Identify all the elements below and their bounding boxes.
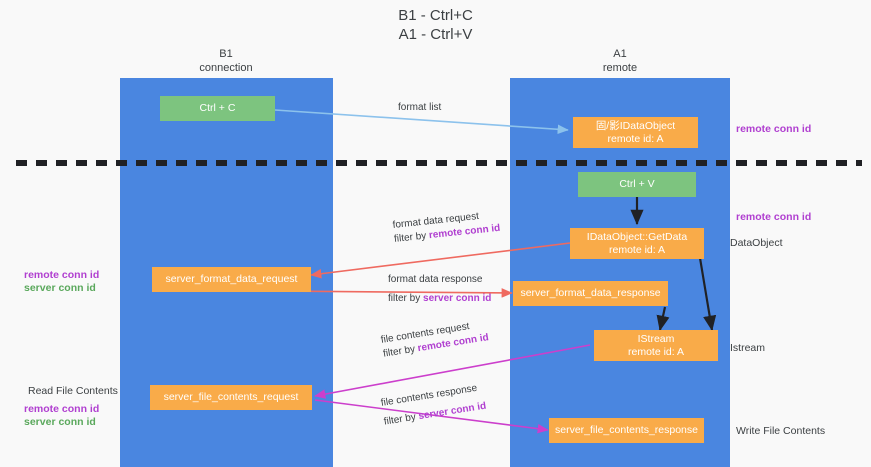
- node-server-file-contents-response[interactable]: server_file_contents_response: [549, 418, 704, 443]
- annotation-right-istream: Istream: [730, 342, 766, 354]
- node-sfdres-label: server_format_data_response: [520, 287, 661, 299]
- node-server-format-data-request[interactable]: server_format_data_request: [152, 267, 311, 292]
- node-idataobject-getdata[interactable]: IDataObject::GetData remote id: A: [570, 228, 704, 259]
- annotation-right-remote-conn-id-top: remote conn id: [736, 123, 812, 135]
- annotation-left-remote-conn-id-bottom: remote conn id: [24, 403, 100, 415]
- edge-label-fcres-filter-prefix: filter by: [383, 411, 420, 428]
- column-header-b1: B1 connection: [146, 47, 306, 75]
- column-header-a1-name: A1: [613, 48, 627, 60]
- edge-label-fdres-filter: filter by server conn id: [388, 292, 491, 306]
- annotation-right-write-file-contents: Write File Contents: [736, 425, 826, 437]
- edge-label-fdres-text: format data response: [388, 274, 483, 285]
- annotation-left-server-conn-id-bottom: server conn id: [24, 416, 96, 428]
- node-server-file-contents-request[interactable]: server_file_contents_request: [150, 385, 312, 410]
- node-istream-line1: IStream: [637, 332, 675, 345]
- node-idataobject-line2: remote id: A: [607, 132, 664, 145]
- edge-label-file-contents-request: file contents request filter by remote c…: [380, 317, 490, 361]
- node-ctrl-c[interactable]: Ctrl + C: [160, 96, 275, 121]
- node-ctrl-v[interactable]: Ctrl + V: [578, 172, 696, 197]
- node-sfcreq-label: server_file_contents_request: [163, 391, 299, 403]
- node-getdata-line2: remote id: A: [608, 243, 666, 256]
- column-header-a1-role: remote: [602, 62, 638, 74]
- node-istream[interactable]: IStream remote id: A: [594, 330, 718, 361]
- node-server-format-data-response[interactable]: server_format_data_response: [513, 281, 668, 306]
- edge-label-fcres-filter-key: server conn id: [417, 400, 487, 423]
- edge-label-fdreq-filter-prefix: filter by: [393, 230, 430, 245]
- edge-label-format-data-request: format data request filter by remote con…: [392, 208, 501, 247]
- node-idataobject-line1: 固/影IDataObject: [595, 119, 676, 132]
- title-line-1: B1 - Ctrl+C: [398, 7, 473, 24]
- edge-label-format-list-text: format list: [398, 102, 442, 113]
- annotation-left-read-file-contents: Read File Contents: [28, 385, 118, 397]
- diagram-title: B1 - Ctrl+C A1 - Ctrl+V: [0, 6, 871, 44]
- column-header-a1: A1 remote: [540, 47, 700, 75]
- edge-label-format-list: format list: [398, 101, 441, 115]
- edge-label-format-data-response: format data response filter by server co…: [388, 273, 491, 306]
- column-header-b1-name: B1: [219, 48, 233, 60]
- node-ctrl-c-line1: Ctrl + C: [199, 102, 236, 114]
- annotation-right-dataobject: DataObject: [730, 237, 783, 249]
- node-idataobject-remote[interactable]: 固/影IDataObject remote id: A: [573, 117, 698, 148]
- node-sfdreq-label: server_format_data_request: [165, 273, 298, 285]
- annotation-left-remote-conn-id-mid: remote conn id: [24, 269, 100, 281]
- node-sfcres-label: server_file_contents_response: [554, 424, 698, 436]
- edge-label-fdres-filter-prefix: filter by: [388, 293, 424, 304]
- node-istream-line2: remote id: A: [627, 345, 685, 358]
- annotation-left-server-conn-id-mid: server conn id: [24, 282, 96, 294]
- title-line-2: A1 - Ctrl+V: [398, 26, 473, 43]
- edge-label-file-contents-response: file contents response filter by server …: [380, 381, 487, 430]
- annotation-right-remote-conn-id-mid: remote conn id: [736, 211, 812, 223]
- node-ctrl-v-line1: Ctrl + V: [619, 178, 655, 190]
- column-header-b1-role: connection: [199, 62, 253, 74]
- edge-label-fdres-filter-key: server conn id: [423, 293, 492, 304]
- node-getdata-line1: IDataObject::GetData: [586, 230, 688, 243]
